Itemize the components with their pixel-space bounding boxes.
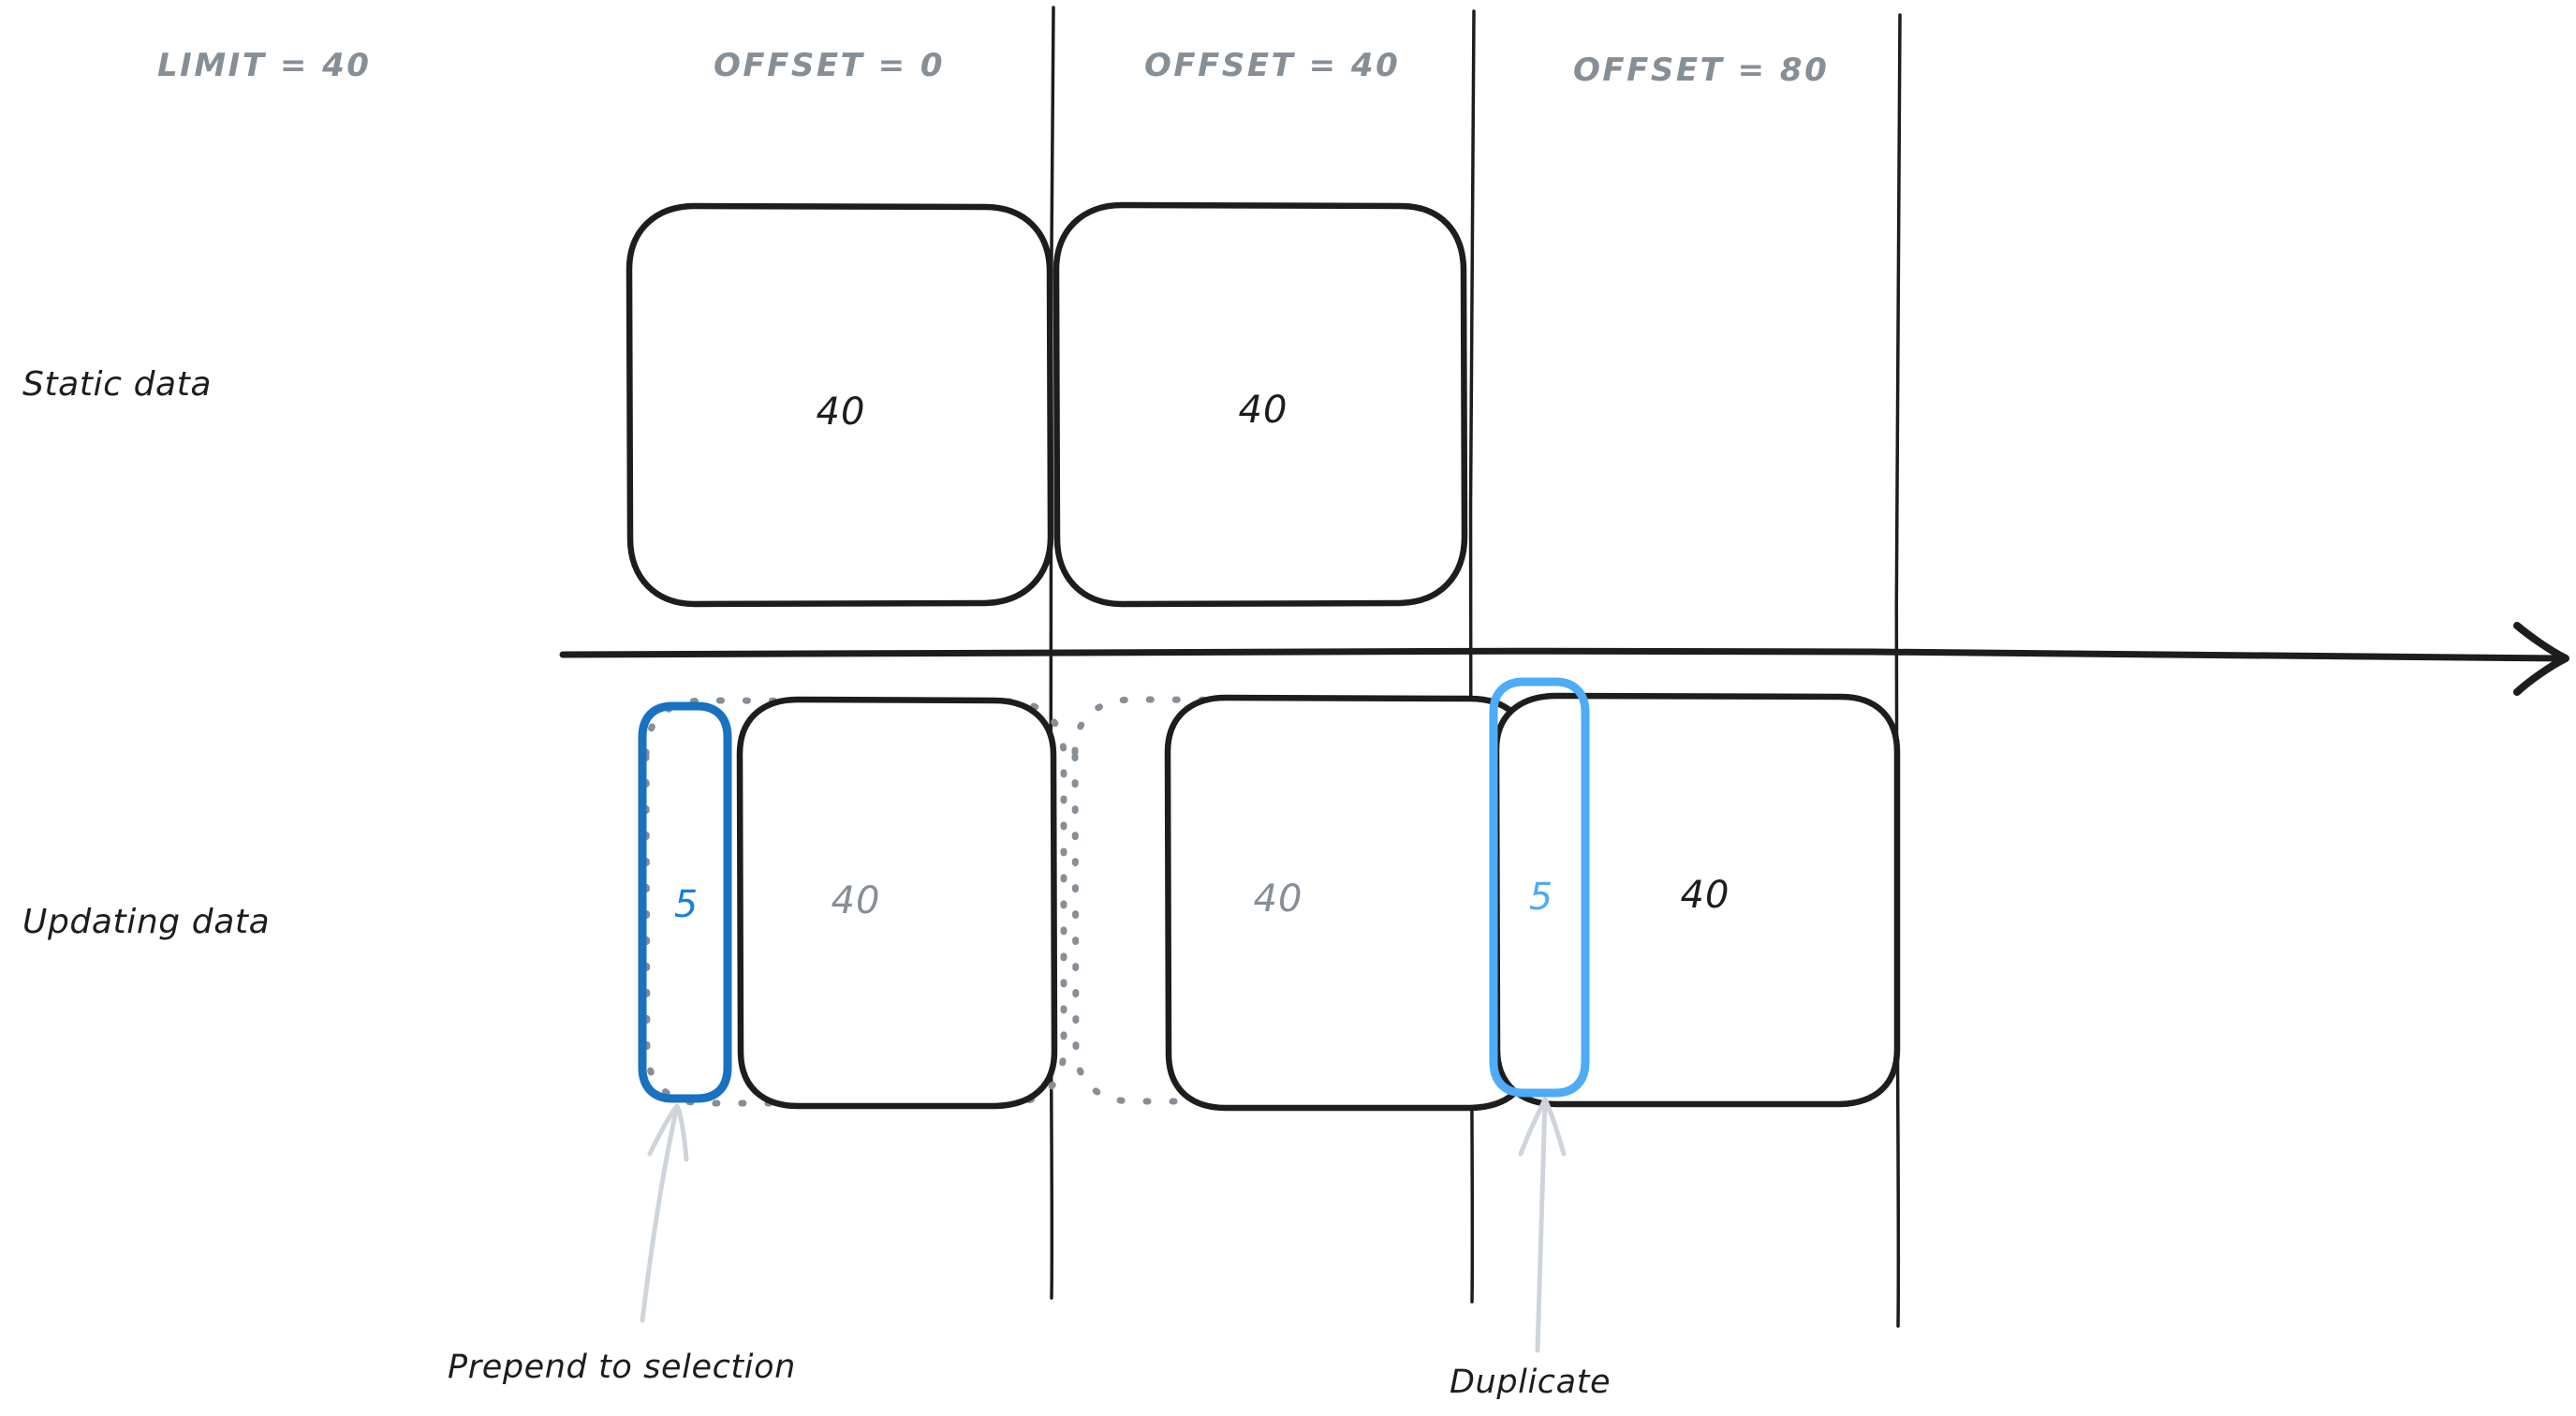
row-label-updating-data: Updating data — [22, 903, 271, 941]
offset-80-label: OFFSET = 80 — [1573, 52, 1830, 89]
inserted-rows-2-value: 5 — [1528, 876, 1554, 919]
inserted-rows-box-1 — [638, 701, 732, 1103]
offset-40-label: OFFSET = 40 — [1144, 47, 1401, 84]
timeline-arrow-head — [2513, 622, 2569, 696]
inserted-rows-1-value: 5 — [673, 883, 699, 926]
static-page-box-1 — [626, 202, 1054, 608]
timeline-axis-line — [559, 647, 2565, 662]
static-page-2-value: 40 — [1238, 389, 1288, 432]
row-label-static-data: Static data — [22, 365, 213, 404]
updating-page-3-value: 40 — [1680, 874, 1730, 917]
duplicate-callout-arrow — [1535, 1098, 1548, 1353]
annotation-duplicate: Duplicate — [1450, 1364, 1612, 1401]
inserted-rows-box-2 — [1489, 677, 1590, 1098]
duplicate-callout-arrow-head — [1518, 1097, 1567, 1157]
annotation-prepend-to-selection: Prepend to selection — [448, 1349, 796, 1386]
prepend-callout-arrow-head — [647, 1103, 689, 1162]
limit-label: LIMIT = 40 — [157, 47, 372, 84]
static-page-1-value: 40 — [816, 391, 866, 434]
offset-0-label: OFFSET = 0 — [714, 47, 946, 84]
updating-page-2-value: 40 — [1253, 878, 1303, 921]
updating-page-box-1 — [736, 696, 1058, 1110]
prepend-callout-arrow — [640, 1104, 680, 1323]
static-page-box-2 — [1052, 201, 1468, 608]
updating-page-box-3 — [1493, 692, 1901, 1108]
updating-page-1-value: 40 — [831, 879, 881, 922]
